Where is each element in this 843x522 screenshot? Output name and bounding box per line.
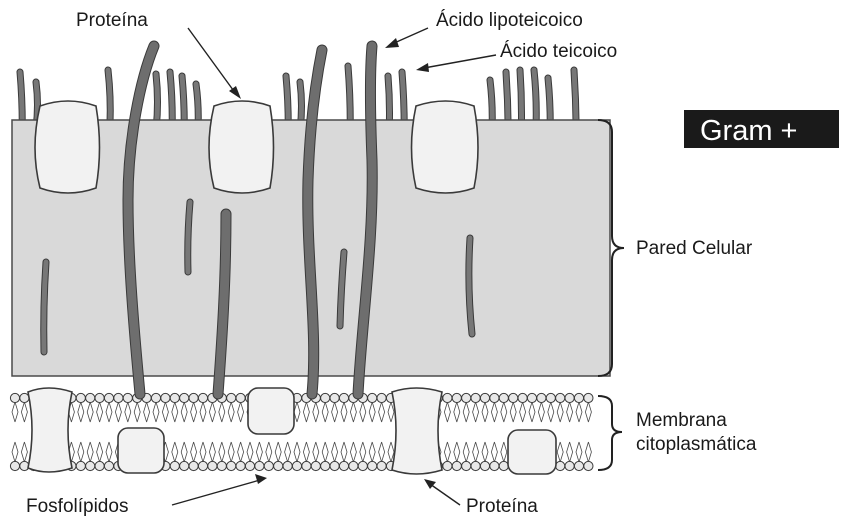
phospholipid-head <box>321 393 330 402</box>
phospholipid-head <box>584 393 593 402</box>
phospholipid-head <box>236 393 245 402</box>
phospholipid-head <box>480 393 489 402</box>
phospholipid-head <box>274 461 283 470</box>
phospholipid-head <box>198 393 207 402</box>
phospholipid-head <box>123 393 132 402</box>
phospholipid-head <box>377 461 386 470</box>
phospholipid-head <box>537 393 546 402</box>
wall-protein-2 <box>209 101 274 193</box>
phospholipid-head <box>161 393 170 402</box>
teichoic-acid-strand <box>44 262 46 352</box>
label-membrane-line2: citoplasmática <box>636 434 757 455</box>
membrane-protein-1 <box>28 388 72 472</box>
phospholipid-head <box>264 461 273 470</box>
phospholipid-head <box>311 461 320 470</box>
label-membrane-line1: Membrana <box>636 410 727 431</box>
phospholipid-head <box>217 461 226 470</box>
phospholipid-head <box>480 461 489 470</box>
phospholipid-head <box>255 461 264 470</box>
gram-badge: Gram + <box>700 115 798 147</box>
phospholipid-head <box>76 461 85 470</box>
phospholipid-head <box>330 393 339 402</box>
membrane-protein-3 <box>248 388 294 434</box>
phospholipid-head <box>368 461 377 470</box>
phospholipid-head <box>368 393 377 402</box>
phospholipid-head <box>189 393 198 402</box>
phospholipid-head <box>227 393 236 402</box>
phospholipid-head <box>330 461 339 470</box>
phospholipid-head <box>339 393 348 402</box>
phospholipid-head <box>86 461 95 470</box>
phospholipid-head <box>95 461 104 470</box>
phospholipid-head <box>170 393 179 402</box>
phospholipid-head <box>490 393 499 402</box>
phospholipid-head <box>170 461 179 470</box>
label-cell-wall: Pared Celular <box>636 238 753 259</box>
phospholipid-head <box>556 461 565 470</box>
phospholipid-head <box>86 393 95 402</box>
label-phospholipids: Fosfolípidos <box>26 496 128 517</box>
membrane-protein-2 <box>118 428 164 473</box>
phospholipid-head <box>20 393 29 402</box>
phospholipid-head <box>114 393 123 402</box>
phospholipid-head <box>471 461 480 470</box>
phospholipid-head <box>104 393 113 402</box>
membrane-protein-5 <box>508 430 556 474</box>
phospholipid-head <box>10 461 19 470</box>
phospholipid-head <box>180 461 189 470</box>
phospholipid-head <box>499 461 508 470</box>
phospholipid-head <box>452 461 461 470</box>
wall-protein-3 <box>412 101 479 193</box>
phospholipid-head <box>527 393 536 402</box>
cytoplasmic-membrane <box>10 393 593 470</box>
phospholipid-head <box>292 461 301 470</box>
phospholipid-head <box>208 461 217 470</box>
label-protein-bottom: Proteína <box>466 496 538 517</box>
phospholipid-head <box>349 461 358 470</box>
phospholipid-head <box>180 393 189 402</box>
label-lipoteichoic-acid: Ácido lipoteicoico <box>436 10 583 31</box>
phospholipid-head <box>245 461 254 470</box>
phospholipid-head <box>104 461 113 470</box>
label-protein-top: Proteína <box>76 10 148 31</box>
phospholipid-head <box>471 393 480 402</box>
phospholipid-head <box>189 461 198 470</box>
phospholipid-head <box>499 393 508 402</box>
phospholipid-head <box>283 461 292 470</box>
teichoic-acid-strand <box>108 70 110 124</box>
phospholipid-head <box>76 393 85 402</box>
phospholipid-head <box>10 393 19 402</box>
phospholipid-head <box>151 393 160 402</box>
phospholipid-head <box>556 393 565 402</box>
phospholipid-head <box>574 461 583 470</box>
phospholipid-head <box>574 393 583 402</box>
phospholipid-head <box>227 461 236 470</box>
label-teichoic-acid: Ácido teicoico <box>500 41 617 62</box>
phospholipid-head <box>198 461 207 470</box>
phospholipid-head <box>339 461 348 470</box>
phospholipid-head <box>546 393 555 402</box>
phospholipid-head <box>236 461 245 470</box>
phospholipid-head <box>452 393 461 402</box>
phospholipid-head <box>518 393 527 402</box>
teichoic-acid-strand <box>188 202 190 272</box>
phospholipid-head <box>377 393 386 402</box>
phospholipid-head <box>95 393 104 402</box>
phospholipid-head <box>302 461 311 470</box>
phospholipid-head <box>584 461 593 470</box>
phospholipid-head <box>358 461 367 470</box>
phospholipid-head <box>565 393 574 402</box>
phospholipid-head <box>462 461 471 470</box>
phospholipid-head <box>509 393 518 402</box>
membrane-protein-4 <box>392 388 442 474</box>
membrane-brace <box>598 396 622 470</box>
phospholipid-head <box>443 461 452 470</box>
phospholipid-head <box>565 461 574 470</box>
phospholipid-head <box>490 461 499 470</box>
phospholipid-head <box>462 393 471 402</box>
wall-protein-1 <box>35 101 100 193</box>
phospholipid-head <box>443 393 452 402</box>
phospholipid-head <box>321 461 330 470</box>
